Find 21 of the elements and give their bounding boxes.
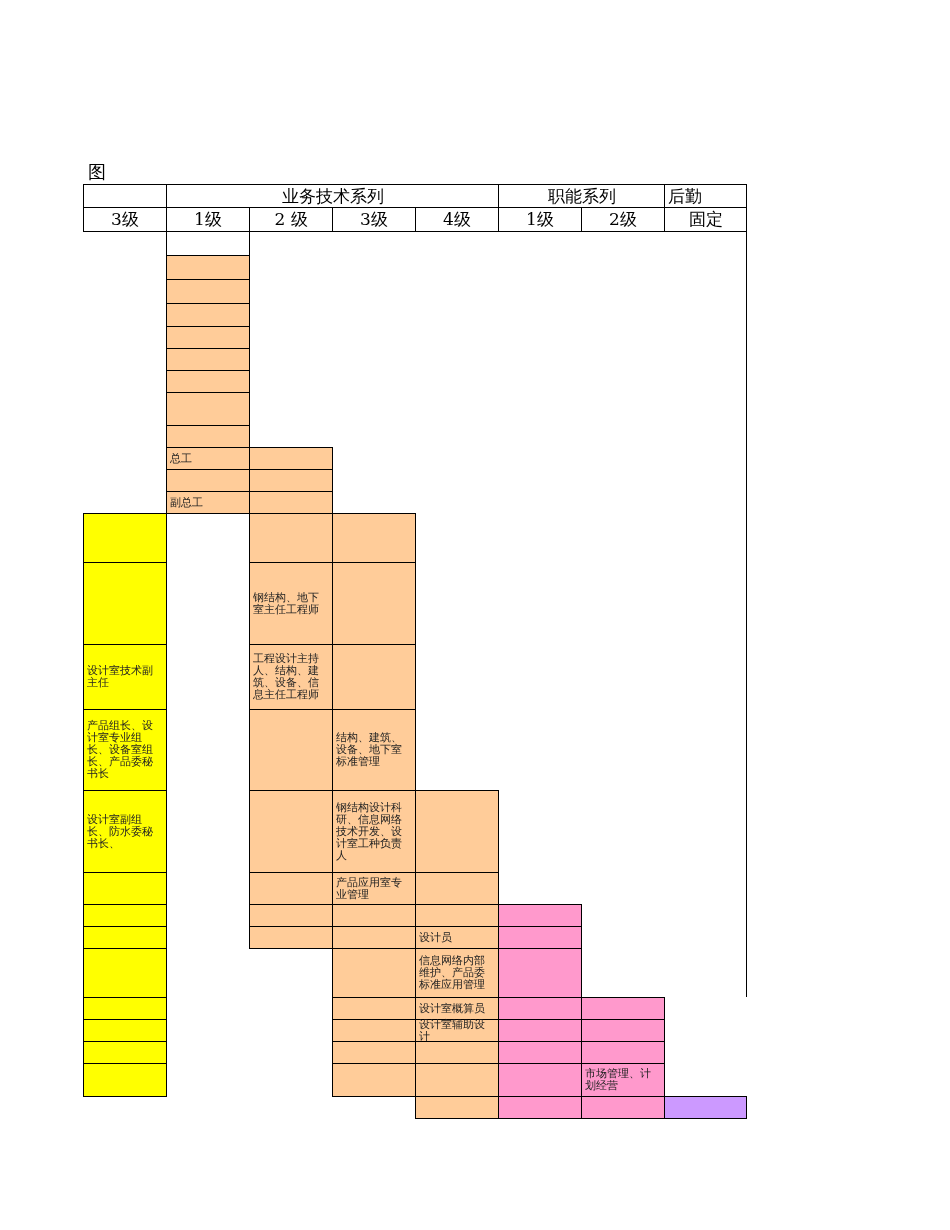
role-cell: 产品组长、设计室专业组长、设备室组长、产品委秘书长 [83,709,167,791]
role-cell: 工程设计主持人、结构、建筑、设备、信息主任工程师 [249,644,333,710]
table-title: 图 [88,160,106,184]
role-cell: 设计室技术副主任 [83,644,167,710]
column-header: 固定 [664,207,747,232]
group-header: 职能系列 [498,184,665,208]
group-header: 后勤 [664,184,747,208]
role-cell: 设计室概算员 [415,997,499,1020]
role-cell: 设计室副组长、防水委秘书长、 [83,790,167,873]
role-cell: 总工 [166,447,250,470]
role-cell: 钢结构、地下室主任工程师 [249,562,333,645]
role-cell: 信息网络内部维护、产品委标准应用管理 [415,948,499,998]
role-cell: 市场管理、计划经营 [581,1063,665,1097]
role-cell: 设计员 [415,926,499,949]
role-cell: 产品应用室专业管理 [332,872,416,905]
group-header: 业务技术系列 [166,184,499,208]
role-cell: 副总工 [166,491,250,514]
column-header: 3级 [83,207,167,232]
role-cell: 钢结构设计科研、信息网络技术开发、设计室工种负责人 [332,790,416,873]
role-cell: 设计室辅助设计 [415,1019,499,1042]
role-cell: 结构、建筑、设备、地下室标准管理 [332,709,416,791]
